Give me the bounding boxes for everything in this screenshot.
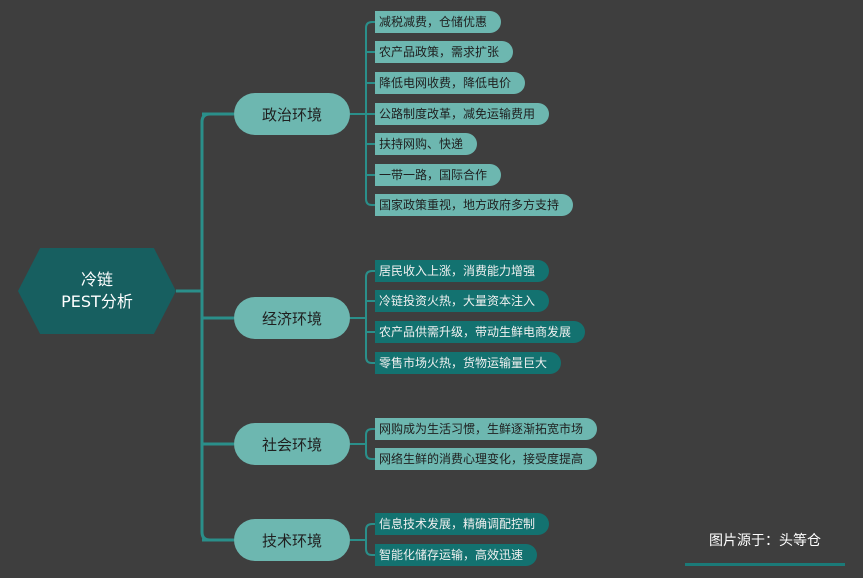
leaf-node: 智能化储存运输，高效迅速 xyxy=(375,544,538,566)
category-node-technology: 技术环境 xyxy=(234,519,350,561)
root-title-line2: PEST分析 xyxy=(61,292,133,311)
category-node-society: 社会环境 xyxy=(234,423,350,465)
leaf-connector xyxy=(365,428,375,436)
category-node-economy: 经济环境 xyxy=(234,297,350,339)
root-node: 冷链 PEST分析 xyxy=(18,248,176,334)
leaf-connector xyxy=(365,452,375,460)
image-source-caption: 图片源于：头等仓 xyxy=(709,533,821,549)
leaf-connector xyxy=(365,270,375,278)
leaf-node: 扶持网购、快递 xyxy=(375,133,478,155)
leaf-node: 国家政策重视，地方政府多方支持 xyxy=(375,194,574,216)
leaf-node: 公路制度改革，减免运输费用 xyxy=(375,103,550,125)
leaf-connector xyxy=(365,356,375,364)
root-title-line1: 冷链 xyxy=(80,270,113,289)
leaf-connector xyxy=(365,548,375,556)
leaf-node: 零售市场火热，货物运输量巨大 xyxy=(375,352,562,374)
leaf-connector xyxy=(365,21,375,29)
leaf-node: 减税减费，仓储优惠 xyxy=(375,11,502,33)
leaf-node: 农产品政策，需求扩张 xyxy=(375,41,514,63)
leaf-node: 网购成为生活习惯，生鲜逐渐拓宽市场 xyxy=(375,418,598,440)
leaf-connector xyxy=(365,523,375,531)
leaf-node: 冷链投资火热，大量资本注入 xyxy=(375,290,550,312)
caption-underline xyxy=(685,563,845,566)
leaf-node: 农产品供需升级，带动生鲜电商发展 xyxy=(375,321,586,343)
leaf-node: 网络生鲜的消费心理变化，接受度提高 xyxy=(375,448,598,470)
leaf-node: 降低电网收费，降低电价 xyxy=(375,72,526,94)
leaf-node: 居民收入上涨，消费能力增强 xyxy=(375,260,550,282)
leaf-node: 信息技术发展，精确调配控制 xyxy=(375,513,550,535)
leaf-connector xyxy=(365,198,375,206)
leaf-node: 一带一路，国际合作 xyxy=(375,164,502,186)
category-node-politics: 政治环境 xyxy=(234,93,350,135)
main-trunk-line xyxy=(200,112,211,542)
